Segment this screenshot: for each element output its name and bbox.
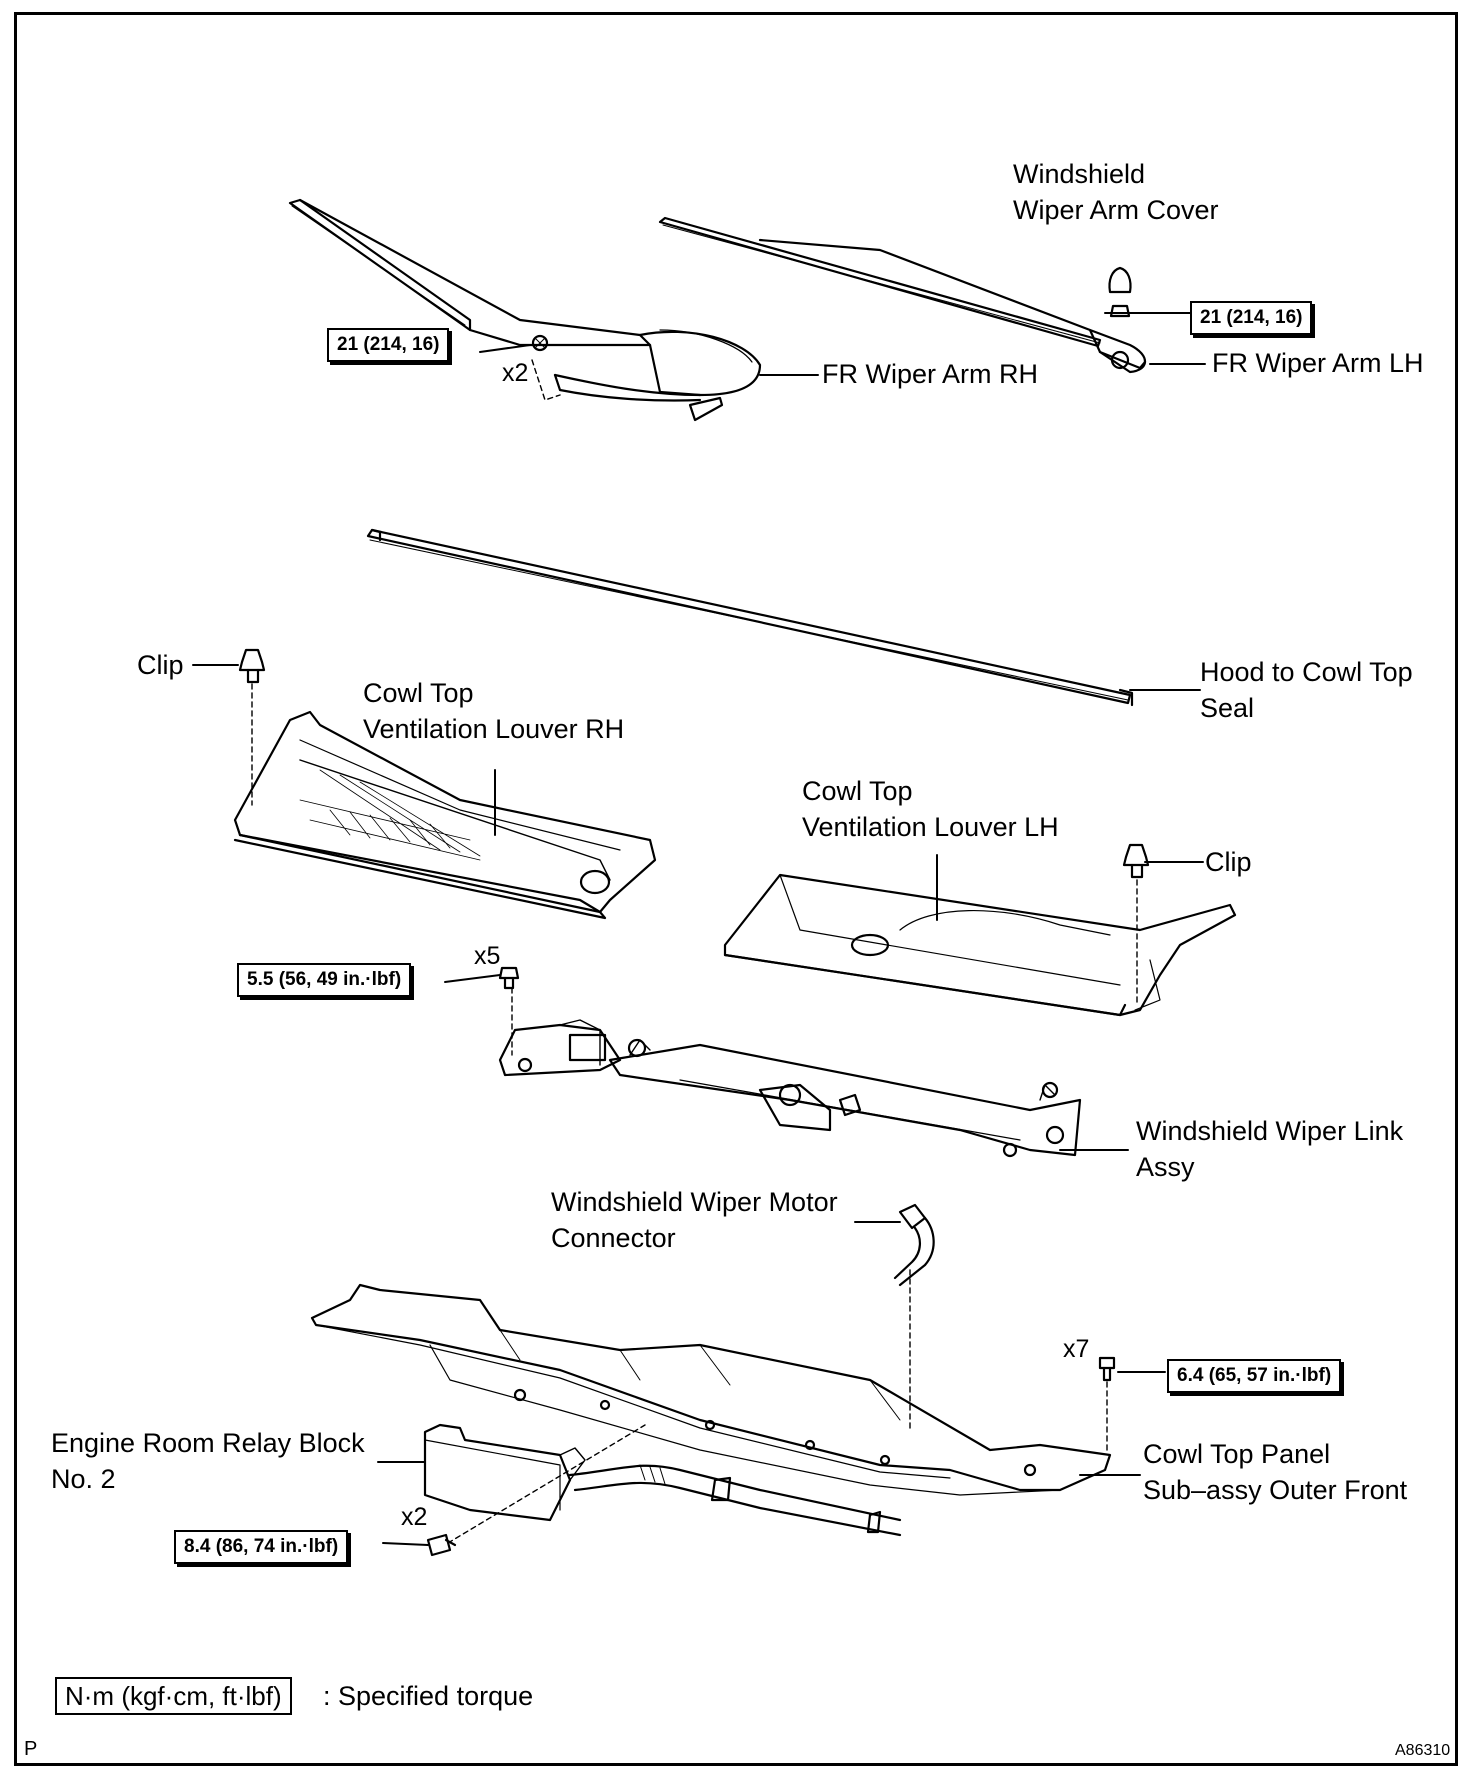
label-windshield-wiper-link-assy: Windshield Wiper Link Assy	[1136, 1116, 1404, 1182]
cowl-panel-bolt-part	[1098, 1356, 1116, 1382]
torque-spec-arm-rh: 21 (214, 16)	[327, 328, 450, 362]
legend-torque-unit-box: N·m (kgf·cm, ft·lbf)	[55, 1677, 292, 1715]
label-cowl-top-ventilation-louver-lh: Cowl Top Ventilation Louver LH	[802, 776, 1059, 842]
hood-to-cowl-top-seal-part	[366, 528, 1134, 707]
label-windshield-wiper-motor-connector: Windshield Wiper Motor Connector	[551, 1187, 838, 1253]
link-assy-bolt-part	[498, 966, 520, 990]
label-cowl-top-panel-sub-assy-outer-front: Cowl Top Panel Sub–assy Outer Front	[1143, 1439, 1408, 1505]
quantity-arm-rh-nuts: x2	[502, 359, 529, 387]
label-hood-to-cowl-top-seal: Hood to Cowl Top Seal	[1200, 657, 1413, 723]
windshield-wiper-motor-connector-part	[893, 1203, 935, 1287]
page-letter: P	[24, 1738, 38, 1760]
label-fr-wiper-arm-rh: FR Wiper Arm RH	[822, 359, 1038, 389]
relay-block-bolt-part	[426, 1533, 457, 1557]
torque-spec-arm-lh: 21 (214, 16)	[1190, 301, 1313, 335]
label-cowl-top-ventilation-louver-rh: Cowl Top Ventilation Louver RH	[363, 678, 625, 744]
label-clip-left: Clip	[137, 650, 184, 680]
cowl-top-ventilation-louver-rh-part	[233, 710, 657, 920]
clip-left-part	[238, 648, 266, 684]
label-clip-right: Clip	[1205, 847, 1252, 877]
torque-spec-cowl-panel: 6.4 (65, 57 in.·lbf)	[1167, 1359, 1342, 1393]
quantity-relay-block-bolts: x2	[401, 1503, 428, 1531]
fr-wiper-arm-lh-part	[658, 216, 1147, 374]
legend-description: : Specified torque	[323, 1681, 534, 1711]
quantity-link-assy-bolts: x5	[474, 942, 501, 970]
torque-spec-link-assy: 5.5 (56, 49 in.·lbf)	[237, 963, 412, 997]
fr-wiper-arm-rh-part	[288, 198, 762, 422]
cowl-top-ventilation-louver-lh-part	[723, 873, 1237, 1017]
label-fr-wiper-arm-lh: FR Wiper Arm LH	[1212, 348, 1424, 378]
figure-frame	[14, 12, 1458, 1766]
engine-room-relay-block-no2-part	[423, 1423, 902, 1537]
leader-lines	[192, 312, 1206, 1546]
clip-right-part	[1122, 843, 1150, 879]
quantity-cowl-panel-bolts: x7	[1063, 1335, 1090, 1363]
windshield-wiper-link-assy-part	[498, 1019, 1082, 1158]
cowl-top-panel-sub-assy-outer-front-part	[310, 1283, 1112, 1496]
torque-spec-relay-block: 8.4 (86, 74 in.·lbf)	[174, 1530, 349, 1564]
label-engine-room-relay-block-no2: Engine Room Relay Block No. 2	[51, 1428, 365, 1494]
label-windshield-wiper-arm-cover: Windshield Wiper Arm Cover	[1013, 159, 1219, 225]
figure-id: A86310	[1395, 1742, 1451, 1759]
